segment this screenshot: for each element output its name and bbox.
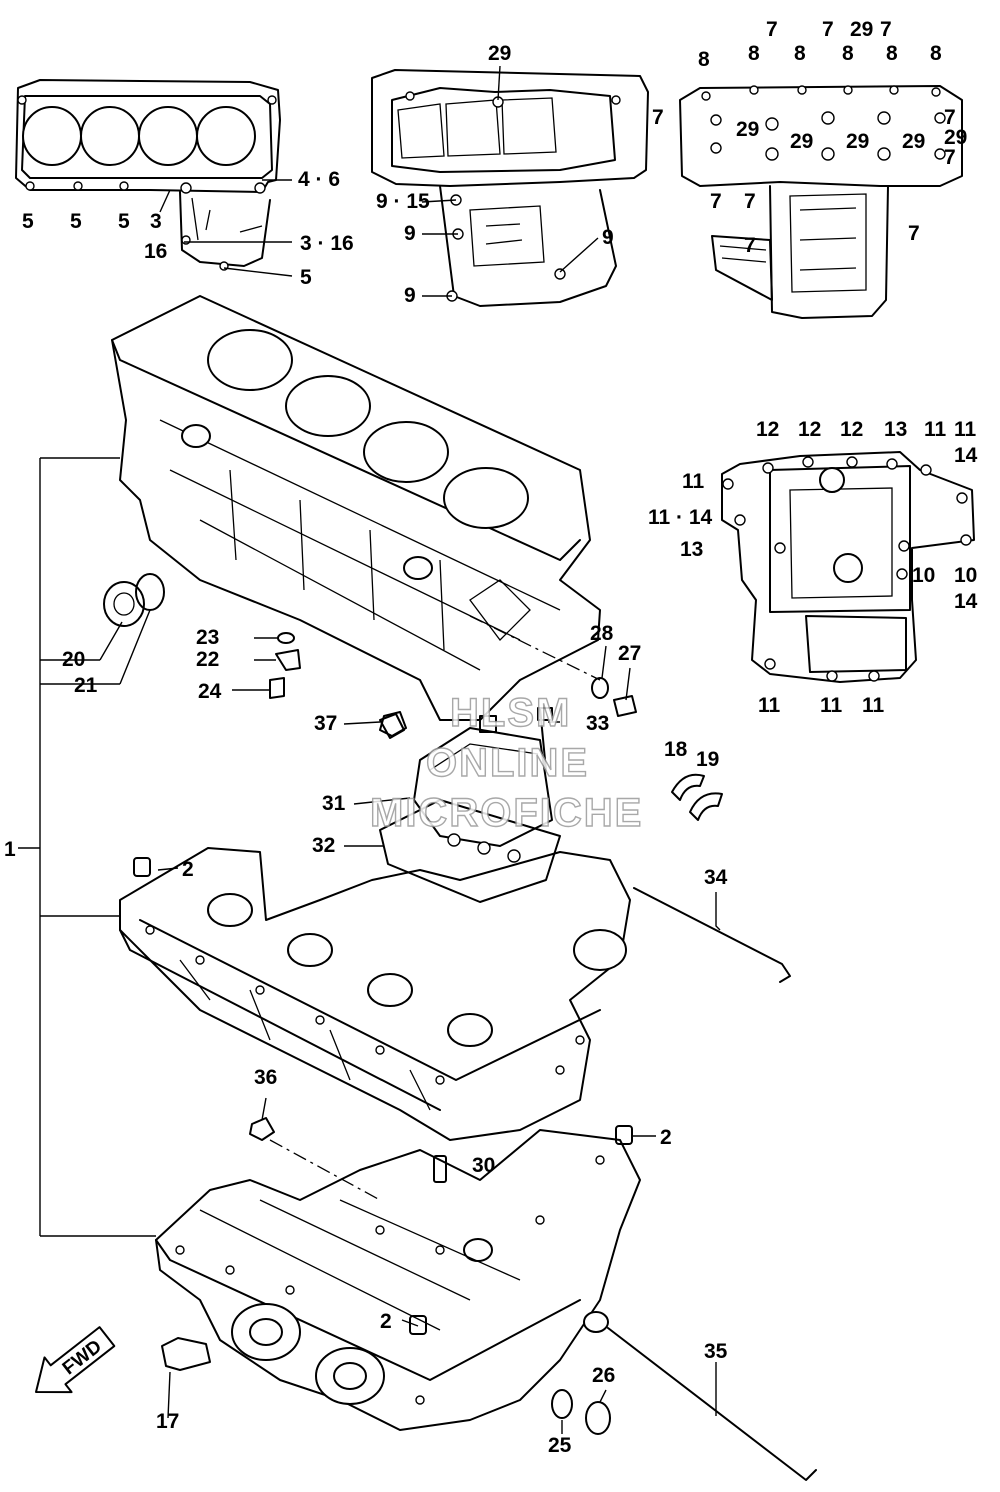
callout-13-b: 13 bbox=[680, 538, 703, 561]
callout-8-a: 8 bbox=[698, 48, 710, 71]
callout-12-a: 12 bbox=[756, 418, 779, 441]
watermark: HLSM ONLINE MICROFICHE bbox=[369, 690, 643, 835]
callout-18: 18 bbox=[664, 738, 688, 761]
leader-lines bbox=[18, 65, 721, 1434]
callout-29-r2: 29 bbox=[944, 126, 967, 149]
callout-29-r3: 29 bbox=[736, 118, 759, 141]
callout-7-d: 7 bbox=[652, 106, 664, 129]
callout-11-f: 11 bbox=[862, 694, 885, 717]
callout-5-a: 5 bbox=[22, 210, 34, 233]
guide-line-28 bbox=[469, 615, 601, 681]
callout-labels: 1 2 2 2 3 16 3 · 16 4 · 6 5 5 5 5 9 · 15… bbox=[4, 18, 978, 1457]
callout-29-r6: 29 bbox=[902, 130, 925, 153]
callout-11-a: 11 bbox=[924, 418, 947, 441]
breather-cover-assembly bbox=[379, 707, 561, 903]
callout-29-r1: 29 bbox=[850, 18, 873, 41]
callout-35: 35 bbox=[704, 1340, 728, 1363]
callout-37: 37 bbox=[314, 712, 337, 735]
callout-11-e: 11 bbox=[820, 694, 843, 717]
callout-27: 27 bbox=[618, 642, 641, 665]
callout-30: 30 bbox=[472, 1154, 495, 1177]
callout-12-c: 12 bbox=[840, 418, 863, 441]
callout-11-b: 11 bbox=[954, 418, 977, 441]
callout-17: 17 bbox=[156, 1410, 179, 1433]
callout-2-top: 2 bbox=[182, 858, 194, 881]
inset-lower-case-bottom bbox=[721, 451, 975, 683]
callout-8-f: 8 bbox=[930, 42, 942, 65]
callout-23: 23 bbox=[196, 626, 219, 649]
callout-24: 24 bbox=[198, 680, 222, 703]
callout-7-f: 7 bbox=[744, 190, 756, 213]
callout-7-g: 7 bbox=[744, 234, 756, 257]
callout-8-d: 8 bbox=[842, 42, 854, 65]
callout-29-r5: 29 bbox=[846, 130, 869, 153]
callout-10-b: 10 bbox=[954, 564, 977, 587]
inset-lower-case-top bbox=[679, 85, 963, 319]
callout-5-c: 5 bbox=[118, 210, 130, 233]
callout-5-d: 5 bbox=[300, 266, 312, 289]
callout-7-i: 7 bbox=[944, 106, 956, 129]
callout-7-c: 7 bbox=[880, 18, 892, 41]
middle-crankcase bbox=[119, 847, 631, 1141]
callout-2-right: 2 bbox=[660, 1126, 672, 1149]
inset-gasket-view bbox=[15, 79, 281, 271]
callout-9-a: 9 bbox=[404, 222, 416, 245]
callout-13-a: 13 bbox=[884, 418, 907, 441]
callout-21: 21 bbox=[74, 674, 98, 697]
callout-8-e: 8 bbox=[886, 42, 898, 65]
callout-9-15: 9 · 15 bbox=[376, 190, 430, 213]
callout-20: 20 bbox=[62, 648, 85, 671]
callout-7-a: 7 bbox=[766, 18, 778, 41]
callout-33: 33 bbox=[586, 712, 609, 735]
watermark-line-1: HLSM bbox=[450, 691, 571, 735]
callout-9-c: 9 bbox=[602, 226, 614, 249]
callout-29-top: 29 bbox=[488, 42, 511, 65]
callout-1: 1 bbox=[4, 838, 16, 861]
watermark-line-3: MICROFICHE bbox=[370, 791, 643, 835]
callout-3: 3 bbox=[150, 210, 162, 233]
callout-8-b: 8 bbox=[748, 42, 760, 65]
callout-12-b: 12 bbox=[798, 418, 821, 441]
callout-25: 25 bbox=[548, 1434, 572, 1457]
callout-19: 19 bbox=[696, 748, 719, 771]
callout-29-r4: 29 bbox=[790, 130, 813, 153]
callout-2-bottom: 2 bbox=[380, 1310, 392, 1333]
callout-31: 31 bbox=[322, 792, 346, 815]
callout-7-j: 7 bbox=[944, 146, 956, 169]
callout-3-16: 3 · 16 bbox=[300, 232, 354, 255]
callout-7-e: 7 bbox=[710, 190, 722, 213]
fwd-arrow: FWD bbox=[35, 1326, 116, 1394]
callout-7-h: 7 bbox=[908, 222, 920, 245]
callout-14-b: 14 bbox=[954, 590, 978, 613]
upper-crankcase bbox=[111, 295, 601, 721]
callout-34: 34 bbox=[704, 866, 728, 889]
callout-26: 26 bbox=[592, 1364, 615, 1387]
callout-11-c: 11 bbox=[682, 470, 705, 493]
callout-16: 16 bbox=[144, 240, 167, 263]
inset-upper-case-top bbox=[371, 69, 649, 307]
callout-10-a: 10 bbox=[912, 564, 935, 587]
guide-line-36 bbox=[269, 1139, 381, 1201]
callout-28: 28 bbox=[590, 622, 614, 645]
callout-4-6: 4 · 6 bbox=[298, 168, 340, 191]
watermark-line-2: ONLINE bbox=[426, 741, 589, 785]
lower-crankcase bbox=[155, 1129, 641, 1431]
callout-11-d: 11 bbox=[758, 694, 781, 717]
callout-32: 32 bbox=[312, 834, 335, 857]
callout-5-b: 5 bbox=[70, 210, 82, 233]
callout-7-b: 7 bbox=[822, 18, 834, 41]
loose-parts bbox=[103, 573, 817, 1481]
callout-8-c: 8 bbox=[794, 42, 806, 65]
callout-11-14: 11 · 14 bbox=[648, 506, 713, 529]
callout-14-a: 14 bbox=[954, 444, 978, 467]
callout-22: 22 bbox=[196, 648, 219, 671]
callout-9-b: 9 bbox=[404, 284, 416, 307]
callout-36: 36 bbox=[254, 1066, 277, 1089]
